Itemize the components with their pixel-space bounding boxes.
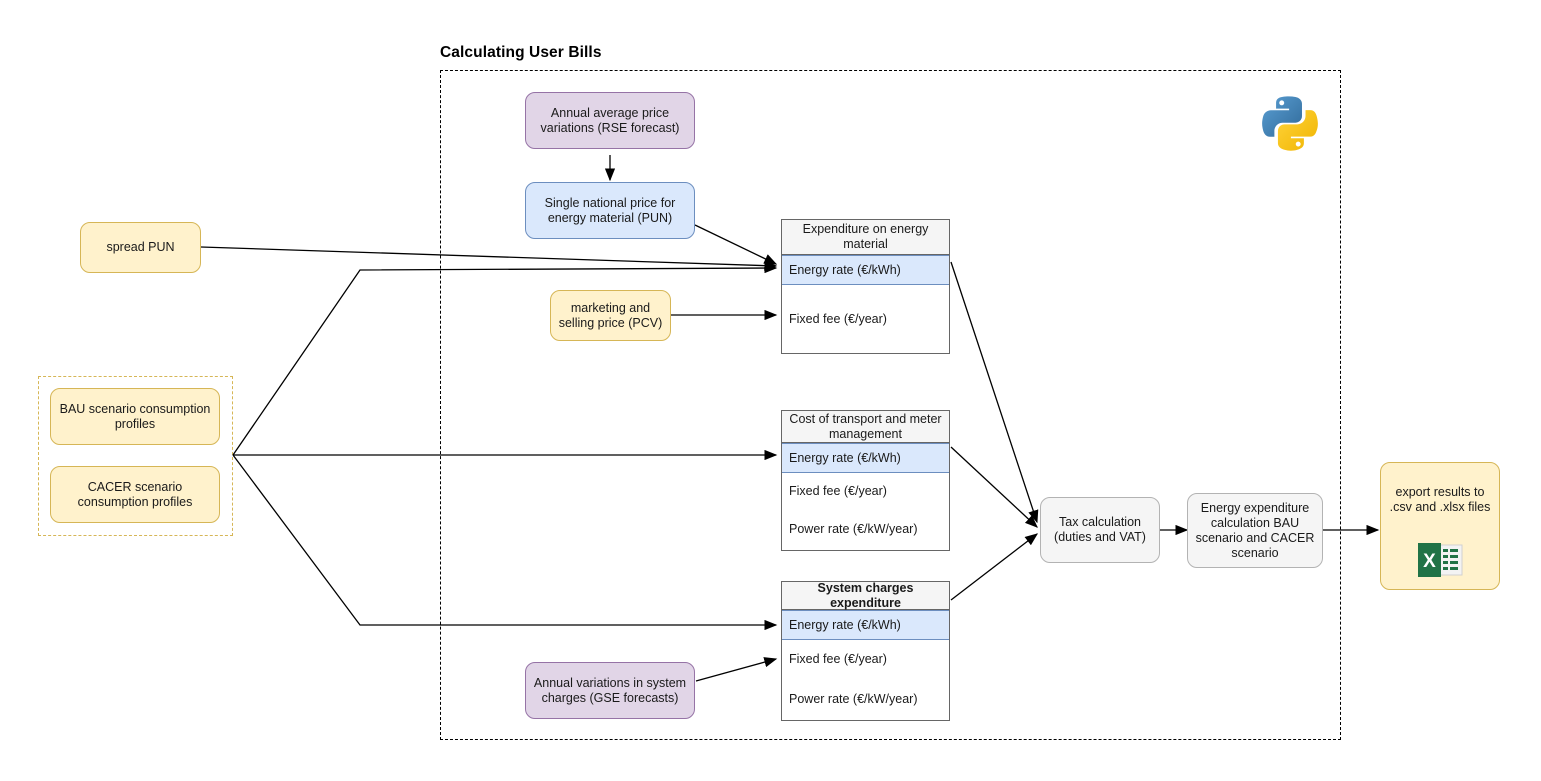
node-pcv-label: marketing and selling price (PCV)	[558, 300, 663, 330]
excel-file-icon: X	[1416, 541, 1464, 579]
table-system-charges-expenditure: System charges expenditure Energy rate (…	[781, 581, 950, 721]
table-header: System charges expenditure	[782, 581, 949, 610]
node-rse-forecast-label: Annual average price variations (RSE for…	[540, 105, 680, 135]
node-energy-expenditure-label: Energy expenditure calculation BAU scena…	[1195, 500, 1315, 560]
node-rse-forecast[interactable]: Annual average price variations (RSE for…	[525, 92, 695, 149]
node-cacer-profiles[interactable]: CACER scenario consumption profiles	[50, 466, 220, 523]
node-tax-calculation[interactable]: Tax calculation (duties and VAT)	[1040, 497, 1160, 563]
node-gse-forecast-label: Annual variations in system charges (GSE…	[533, 675, 687, 705]
node-energy-expenditure[interactable]: Energy expenditure calculation BAU scena…	[1187, 493, 1323, 568]
table-row[interactable]: Energy rate (€/kWh)	[782, 443, 949, 473]
node-cacer-profiles-label: CACER scenario consumption profiles	[77, 479, 193, 509]
node-export-results-label: export results to .csv and .xlsx files	[1389, 485, 1491, 514]
node-pun[interactable]: Single national price for energy materia…	[525, 182, 695, 239]
table-header: Cost of transport and meter management	[782, 411, 949, 443]
table-header: Expenditure on energy material	[782, 220, 949, 255]
table-cost-of-transport-and-meter-management: Cost of transport and meter management E…	[781, 410, 950, 551]
node-export-results[interactable]: export results to .csv and .xlsx files X	[1380, 462, 1500, 590]
table-expenditure-on-energy-material: Expenditure on energy material Energy ra…	[781, 219, 950, 354]
node-tax-calculation-label: Tax calculation (duties and VAT)	[1054, 515, 1146, 544]
table-row[interactable]: Energy rate (€/kWh)	[782, 610, 949, 640]
node-bau-profiles[interactable]: BAU scenario consumption profiles	[50, 388, 220, 445]
table-row[interactable]: Fixed fee (€/year)	[782, 473, 949, 508]
table-row[interactable]: Power rate (€/kW/year)	[782, 678, 949, 720]
node-pcv[interactable]: marketing and selling price (PCV)	[550, 290, 671, 341]
node-pun-label: Single national price for energy materia…	[544, 195, 676, 225]
node-bau-profiles-label: BAU scenario consumption profiles	[59, 401, 211, 431]
table-row[interactable]: Fixed fee (€/year)	[782, 640, 949, 678]
table-row[interactable]: Fixed fee (€/year)	[782, 285, 949, 353]
table-row[interactable]: Power rate (€/kW/year)	[782, 508, 949, 550]
page-title: Calculating User Bills	[440, 44, 602, 61]
table-row[interactable]: Energy rate (€/kWh)	[782, 255, 949, 285]
node-spread-pun-label: spread PUN	[106, 240, 175, 254]
python-logo-icon	[1259, 92, 1319, 152]
svg-text:X: X	[1423, 551, 1436, 572]
node-spread-pun[interactable]: spread PUN	[80, 222, 201, 273]
node-gse-forecast[interactable]: Annual variations in system charges (GSE…	[525, 662, 695, 719]
